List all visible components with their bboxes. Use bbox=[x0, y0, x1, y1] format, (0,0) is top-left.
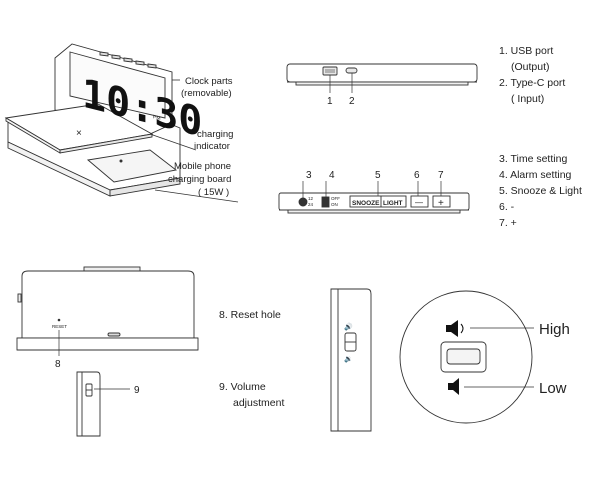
device-top-view bbox=[286, 63, 478, 86]
bottom-slot bbox=[107, 332, 121, 337]
charging-indicator-led bbox=[119, 159, 123, 163]
speaker-high-icon bbox=[446, 320, 464, 337]
usb-port bbox=[322, 66, 338, 76]
clock-screen bbox=[69, 51, 166, 119]
low-label: Low bbox=[539, 380, 567, 397]
legend-mid-5: 7. + bbox=[499, 217, 517, 229]
number-3: 3 bbox=[306, 170, 312, 181]
reset-hole bbox=[57, 318, 61, 322]
legend-mid-3: 5. Snooze & Light bbox=[499, 185, 582, 197]
legend-mid-4: 6. - bbox=[499, 201, 515, 213]
volume-caption-2: adjustment bbox=[233, 397, 284, 409]
number-9: 9 bbox=[134, 385, 140, 396]
alarm-setting-button bbox=[321, 196, 330, 208]
legend-mid-2: 4. Alarm setting bbox=[499, 169, 572, 181]
volume-zoom-circle bbox=[399, 290, 533, 424]
pad-mark-icon: × bbox=[76, 128, 82, 139]
phone-silhouette bbox=[86, 149, 178, 183]
callout-board-2: charging board bbox=[168, 174, 231, 185]
svg-text:OFF: OFF bbox=[331, 196, 340, 201]
legend-top-3: 2. Type-C port bbox=[499, 77, 565, 89]
legend-top-4: ( Input) bbox=[511, 93, 544, 105]
light-label: LIGHT bbox=[383, 200, 403, 207]
callout-board-1: Mobile phone bbox=[174, 161, 231, 172]
device-side-center bbox=[330, 288, 372, 432]
legend-mid-1: 3. Time setting bbox=[499, 153, 567, 165]
snooze-label: SNOOZE bbox=[352, 200, 380, 207]
plus-button bbox=[432, 195, 451, 208]
svg-text:🔉: 🔉 bbox=[344, 355, 353, 363]
speaker-low-icon bbox=[448, 378, 459, 395]
svg-text:12: 12 bbox=[308, 196, 314, 201]
callout-clock-parts-2: (removable) bbox=[181, 88, 232, 99]
callout-board-3: ( 15W ) bbox=[198, 187, 229, 198]
time-setting-button bbox=[298, 197, 308, 207]
callout-charging-1: charging bbox=[197, 129, 233, 140]
clock-suffix: PM bbox=[153, 114, 160, 122]
number-4: 4 bbox=[329, 170, 335, 181]
callout-clock-parts-1: Clock parts bbox=[185, 76, 233, 87]
svg-text:—: — bbox=[415, 198, 423, 207]
type-c-port bbox=[345, 67, 358, 74]
number-7: 7 bbox=[438, 170, 444, 181]
svg-text:ON: ON bbox=[331, 202, 338, 207]
number-6: 6 bbox=[414, 170, 420, 181]
number-5: 5 bbox=[375, 170, 381, 181]
volume-caption-1: 9. Volume bbox=[219, 381, 266, 393]
svg-text:24: 24 bbox=[308, 202, 314, 207]
svg-text:🔊: 🔊 bbox=[344, 322, 353, 331]
number-1: 1 bbox=[327, 96, 333, 107]
number-8: 8 bbox=[55, 359, 61, 370]
device-back-view bbox=[16, 266, 199, 351]
number-2: 2 bbox=[349, 96, 355, 107]
reset-label: RESET bbox=[52, 324, 67, 329]
device-button-bar bbox=[278, 192, 470, 214]
svg-text:+: + bbox=[438, 198, 444, 209]
legend-top-1: 1. USB port bbox=[499, 45, 553, 57]
high-label: High bbox=[539, 321, 570, 338]
device-side-small bbox=[76, 371, 101, 437]
device-perspective bbox=[4, 43, 181, 197]
legend-top-2: (Output) bbox=[511, 61, 550, 73]
callout-charging-2: indicator bbox=[194, 141, 230, 152]
minus-button bbox=[410, 195, 429, 208]
reset-hole-caption: 8. Reset hole bbox=[219, 309, 281, 321]
